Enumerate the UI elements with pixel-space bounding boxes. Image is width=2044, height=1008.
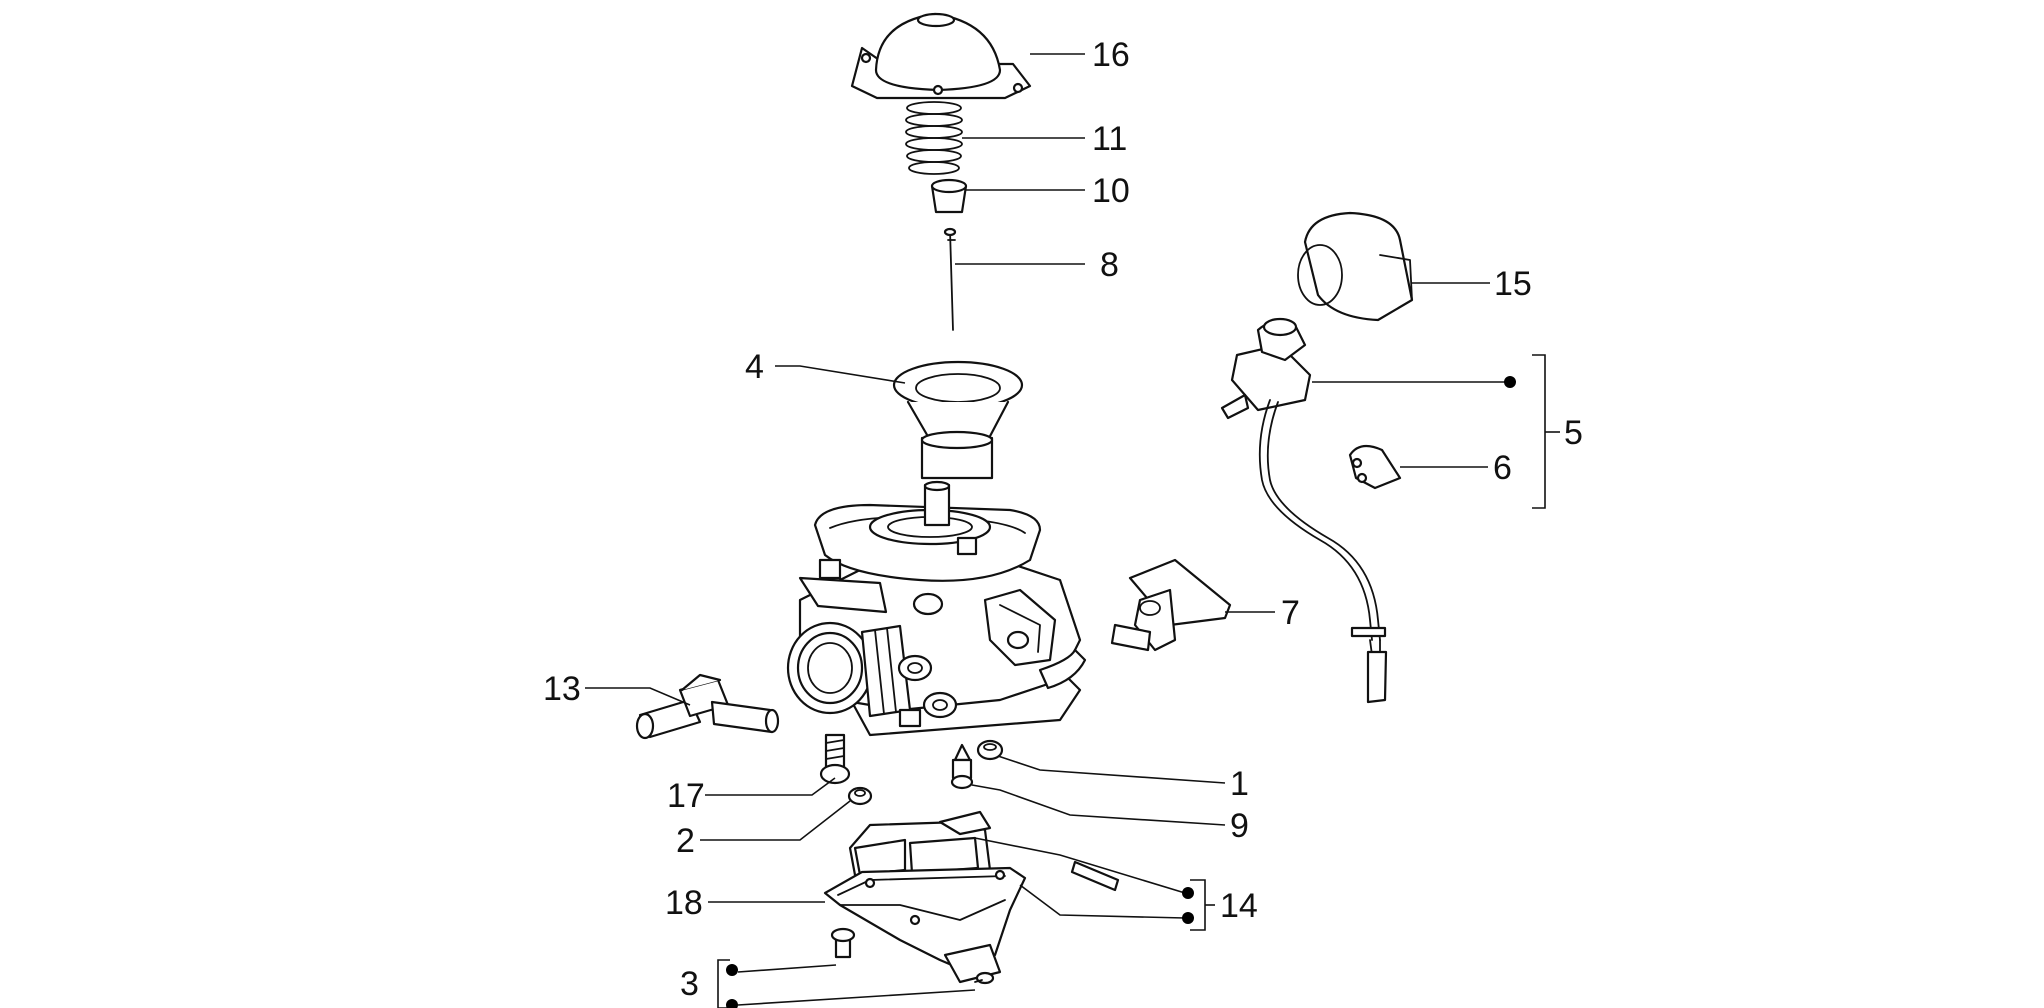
callout-5: 5 [1564,414,1583,452]
part-4-diaphragm-slide [892,360,1024,480]
part-8-jet-needle [943,227,957,331]
callout-10: 10 [1092,172,1130,210]
leader-lines [585,53,1560,1008]
callout-14: 14 [1220,887,1258,925]
callout-6: 6 [1493,449,1512,487]
callout-13: 13 [543,670,581,708]
callout-1: 1 [1230,765,1249,803]
callout-15: 15 [1494,265,1532,303]
callout-9: 9 [1230,807,1249,845]
callout-11: 11 [1092,120,1127,158]
part-16-top-cover [850,12,1032,100]
part-6-cable-clip [1348,444,1402,490]
part-7-starter-valve [1110,558,1232,652]
part-18-float-bowl [823,866,1027,984]
callout-18: 18 [665,884,703,922]
part-5-choke-cable [1220,317,1388,704]
part-13-elbow-fitting [635,673,780,740]
callout-17: 17 [667,777,705,815]
part-1-main-jet [976,739,1004,761]
callout-labels: 16 11 10 8 4 15 5 6 7 13 1 17 9 2 18 14 … [543,36,1583,1003]
bullet-dots [726,376,1516,1008]
callout-4: 4 [745,348,764,386]
part-17-idle-screw [819,733,851,785]
part-15-rubber-cap [1297,211,1414,322]
part-10-needle-cap [930,178,968,214]
callout-2: 2 [676,822,695,860]
part-9-float-needle [950,743,974,790]
part-3-bowl-screws [830,927,995,985]
part-carburetor-body [786,480,1087,737]
callout-3: 3 [680,965,699,1003]
part-2-pilot-jet [847,786,873,806]
part-11-spring [905,101,963,175]
callout-7: 7 [1281,594,1300,632]
callout-16: 16 [1092,36,1130,74]
callout-8: 8 [1100,246,1119,284]
